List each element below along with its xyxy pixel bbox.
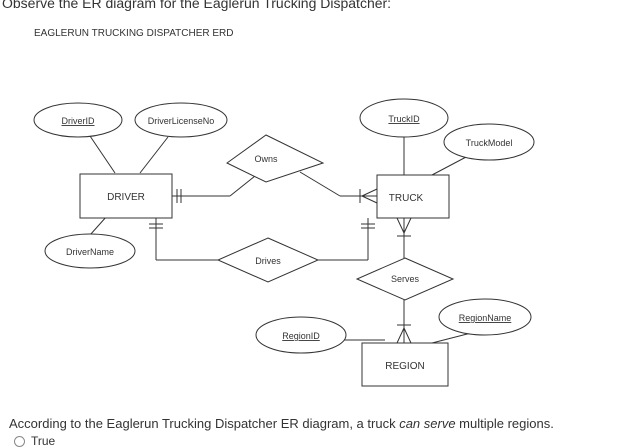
attribute-driver-license-no: DriverLicenseNo: [134, 102, 228, 138]
entity-driver: DRIVER: [79, 173, 173, 219]
diagram-title: EAGLERUN TRUCKING DISPATCHER ERD: [34, 28, 233, 39]
statement-before: According to the Eaglerun Trucking Dispa…: [9, 416, 400, 431]
option-true-label: True: [31, 434, 56, 448]
entity-truck: TRUCK: [376, 174, 450, 219]
question-statement: According to the Eaglerun Trucking Dispa…: [9, 416, 554, 431]
option-true[interactable]: True: [14, 434, 55, 448]
attribute-region-id: RegionID: [255, 316, 347, 354]
relationship-serves: Serves: [355, 257, 455, 301]
relationship-owns: Owns: [226, 134, 325, 183]
attribute-driver-name: DriverName: [44, 233, 136, 269]
statement-emphasis: can serve: [399, 416, 456, 431]
entity-region-label: REGION: [385, 361, 424, 372]
attribute-region-name: RegionName: [438, 298, 532, 336]
attribute-truck-id: TruckID: [359, 98, 449, 138]
relationship-drives-label: Drives: [255, 256, 281, 266]
entity-region: REGION: [361, 342, 449, 387]
entity-driver-label: DRIVER: [107, 192, 145, 203]
statement-after: multiple regions.: [455, 416, 554, 431]
attribute-driver-id: DriverID: [33, 102, 123, 138]
relationship-owns-label: Owns: [254, 154, 278, 164]
question-intro: Observe the ER diagram for the Eaglerun …: [2, 0, 392, 11]
relationship-serves-label: Serves: [391, 274, 420, 284]
attribute-driver-id-label: DriverID: [62, 116, 95, 126]
attribute-truck-model-label: TruckModel: [466, 138, 513, 148]
radio-true[interactable]: [14, 435, 25, 447]
relationship-drives: Drives: [216, 237, 320, 283]
attribute-truck-model: TruckModel: [443, 123, 535, 161]
attribute-driver-name-label: DriverName: [66, 247, 114, 257]
entity-truck-label: TRUCK: [389, 193, 424, 204]
attribute-region-name-label: RegionName: [459, 313, 512, 323]
attribute-truck-id-label: TruckID: [388, 114, 420, 124]
attribute-driver-license-no-label: DriverLicenseNo: [148, 116, 215, 126]
attribute-region-id-label: RegionID: [282, 331, 320, 341]
